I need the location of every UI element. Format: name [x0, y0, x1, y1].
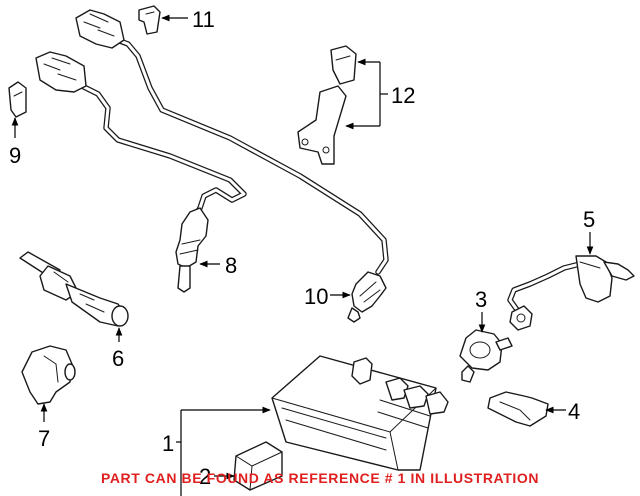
part-11-clip	[138, 5, 161, 35]
callout-11: 11	[192, 7, 215, 32]
part-4-bracket	[487, 391, 549, 427]
part-3-valve	[459, 329, 513, 383]
callout-6: 6	[112, 346, 124, 371]
part-8-oxygen-sensor	[35, 51, 247, 293]
callout-7: 7	[38, 426, 50, 451]
part-6-sensor	[19, 251, 129, 327]
callout-3: 3	[475, 287, 487, 312]
part-10-oxygen-sensor	[75, 9, 389, 323]
part-1-canister	[271, 355, 449, 471]
callout-5: 5	[583, 207, 595, 232]
callout-12: 12	[391, 83, 415, 108]
callout-8: 8	[225, 253, 237, 278]
reference-note: PART CAN BE FOUND AS REFERENCE # 1 IN IL…	[100, 470, 540, 486]
leader-lines	[11, 14, 594, 496]
callout-2: 2	[199, 464, 211, 489]
part-9-clip	[8, 81, 27, 118]
part-7-sensor	[21, 345, 76, 405]
callout-4: 4	[568, 399, 580, 424]
callout-9: 9	[9, 143, 21, 168]
callout-10: 10	[304, 284, 328, 309]
callout-1: 1	[162, 431, 174, 456]
part-12-bracket	[297, 45, 357, 165]
part-2-filter	[233, 441, 283, 491]
part-5-hose	[507, 255, 635, 331]
